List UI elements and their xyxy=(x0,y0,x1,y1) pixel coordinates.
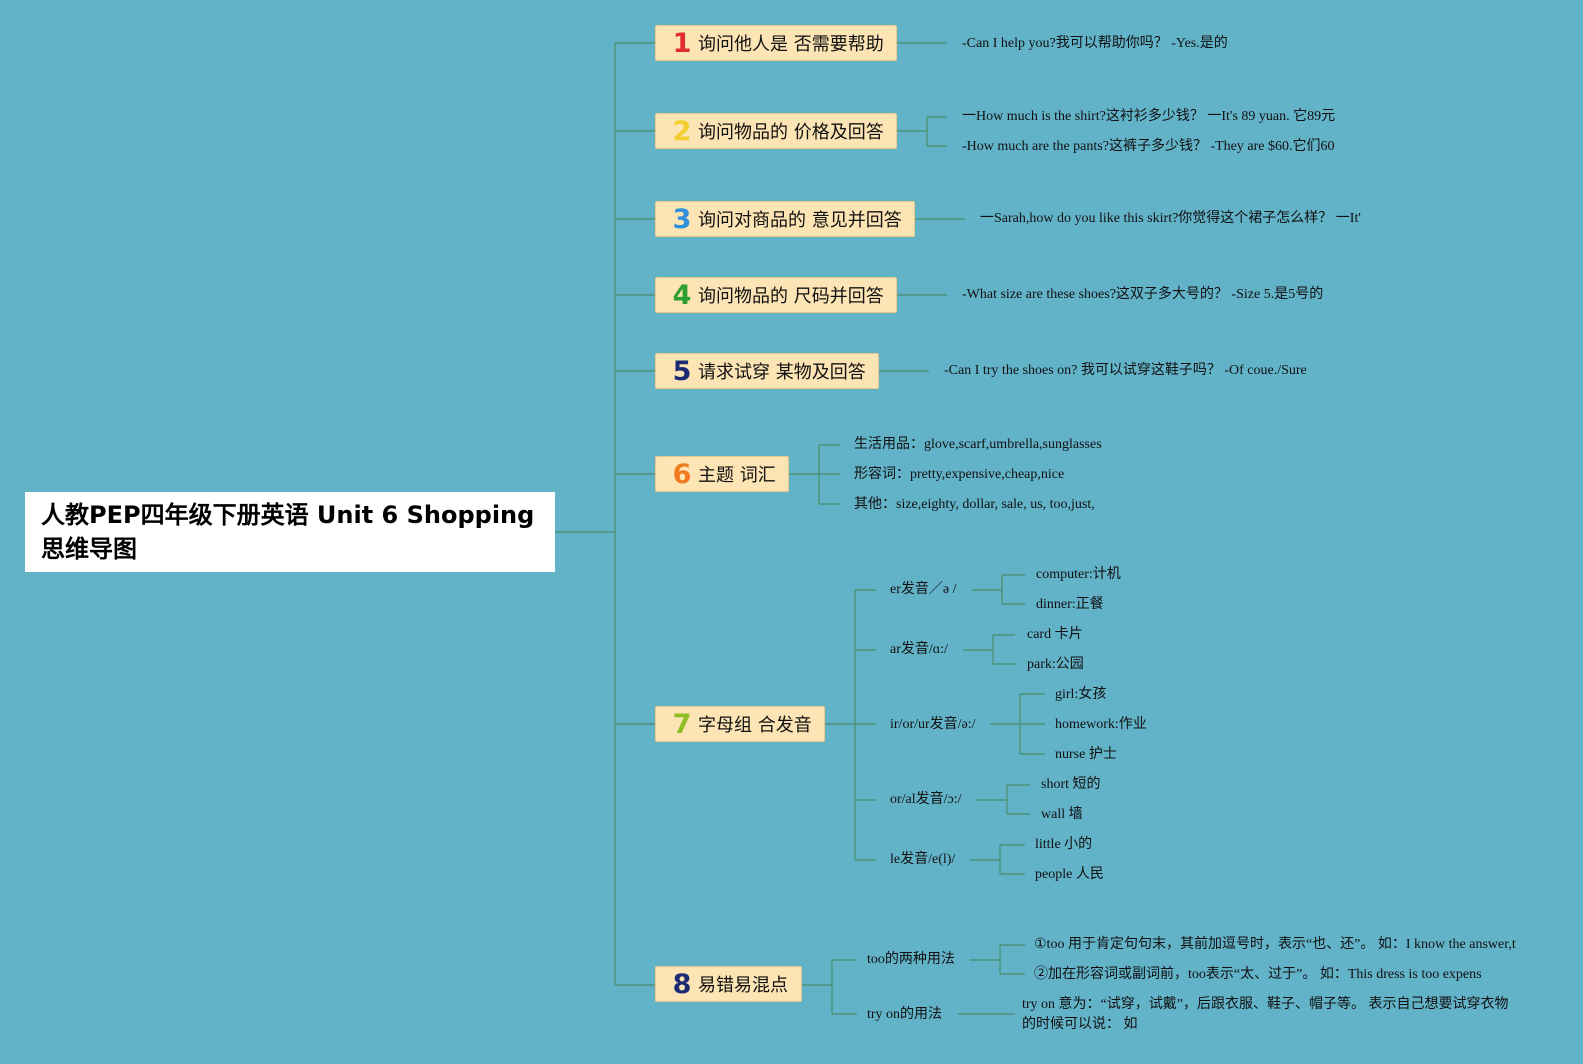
branch-label: 询问对商品的 意见并回答 xyxy=(698,210,902,231)
number-8-icon: 8 xyxy=(672,968,692,1000)
phonics-word[interactable]: park:公园 xyxy=(1027,657,1084,672)
branch-5[interactable]: 5 请求试穿 某物及回答 xyxy=(655,353,879,389)
phonics-word[interactable]: short 短的 xyxy=(1041,777,1101,792)
number-5-icon: 5 xyxy=(672,355,692,387)
phonics-word[interactable]: little 小的 xyxy=(1035,837,1093,852)
phonics-group[interactable]: le发音/e(l)/ xyxy=(890,852,956,867)
branch-3[interactable]: 3 询问对商品的 意见并回答 xyxy=(655,201,915,237)
number-7-icon: 7 xyxy=(672,708,692,740)
branch-7[interactable]: 7 字母组 合发音 xyxy=(655,706,825,742)
vocab-text[interactable]: 其他：size,eighty, dollar, sale, us, too,ju… xyxy=(854,497,1095,512)
branch-2[interactable]: 2 询问物品的 价格及回答 xyxy=(655,113,897,149)
leaf-text[interactable]: 一Sarah,how do you like this skirt?你觉得这个裙… xyxy=(980,211,1361,226)
phonics-group[interactable]: or/al发音/ɔ:/ xyxy=(890,792,962,807)
branch-label: 询问物品的 价格及回答 xyxy=(698,122,884,143)
leaf-text[interactable]: 一How much is the shirt?这衬衫多少钱？ 一It's 89 … xyxy=(962,109,1336,124)
leaf-text[interactable]: -Can I help you?我可以帮助你吗？ -Yes.是的 xyxy=(962,36,1228,51)
phonics-group[interactable]: ir/or/ur发音/ə:/ xyxy=(890,717,976,732)
branch-4[interactable]: 4 询问物品的 尺码并回答 xyxy=(655,277,897,313)
usage-group[interactable]: too的两种用法 xyxy=(867,952,955,967)
branch-label: 询问他人是 否需要帮助 xyxy=(698,34,884,55)
phonics-word[interactable]: girl:女孩 xyxy=(1055,687,1107,702)
leaf-text[interactable]: -What size are these shoes?这双子多大号的？ -Siz… xyxy=(962,287,1324,302)
usage-note[interactable]: ①too 用于肯定句句末，其前加逗号时，表示“也、还”。 如：I know th… xyxy=(1034,937,1516,952)
leaf-text[interactable]: -How much are the pants?这裤子多少钱？ -They ar… xyxy=(962,139,1335,154)
usage-note[interactable]: try on 意为：“试穿，试戴”，后跟衣服、鞋子、帽子等。 表示自己想要试穿衣… xyxy=(1022,997,1509,1032)
branch-label: 字母组 合发音 xyxy=(698,715,812,736)
branch-label: 主题 词汇 xyxy=(698,465,776,486)
leaf-text[interactable]: -Can I try the shoes on? 我可以试穿这鞋子吗？ -Of … xyxy=(944,363,1307,378)
vocab-text[interactable]: 形容词：pretty,expensive,cheap,nice xyxy=(854,467,1065,482)
branch-label: 请求试穿 某物及回答 xyxy=(698,362,866,383)
branch-label: 询问物品的 尺码并回答 xyxy=(698,286,884,307)
branch-label: 易错易混点 xyxy=(698,975,788,996)
phonics-group[interactable]: er发音／ə / xyxy=(890,582,957,597)
number-1-icon: 1 xyxy=(672,27,692,59)
phonics-group[interactable]: ar发音/ɑ:/ xyxy=(890,642,948,657)
phonics-word[interactable]: card 卡片 xyxy=(1027,627,1083,642)
phonics-word[interactable]: nurse 护士 xyxy=(1055,747,1117,762)
root-topic[interactable]: 人教PEP四年级下册英语 Unit 6 Shopping思维导图 xyxy=(25,492,555,572)
phonics-word[interactable]: computer:计机 xyxy=(1036,567,1121,582)
phonics-word[interactable]: homework:作业 xyxy=(1055,717,1147,732)
phonics-word[interactable]: dinner:正餐 xyxy=(1036,597,1104,612)
number-3-icon: 3 xyxy=(672,203,692,235)
branch-1[interactable]: 1 询问他人是 否需要帮助 xyxy=(655,25,897,61)
phonics-word[interactable]: wall 墙 xyxy=(1041,807,1083,822)
vocab-text[interactable]: 生活用品：glove,scarf,umbrella,sunglasses xyxy=(854,437,1102,452)
number-6-icon: 6 xyxy=(672,458,692,490)
number-2-icon: 2 xyxy=(672,115,692,147)
usage-note[interactable]: ②加在形容词或副词前，too表示“太、过于”。 如：This dress is … xyxy=(1034,967,1482,982)
branch-6[interactable]: 6 主题 词汇 xyxy=(655,456,789,492)
usage-group[interactable]: try on的用法 xyxy=(867,1007,943,1022)
branch-8[interactable]: 8 易错易混点 xyxy=(655,966,802,1002)
number-4-icon: 4 xyxy=(672,279,692,311)
phonics-word[interactable]: people 人民 xyxy=(1035,867,1104,882)
